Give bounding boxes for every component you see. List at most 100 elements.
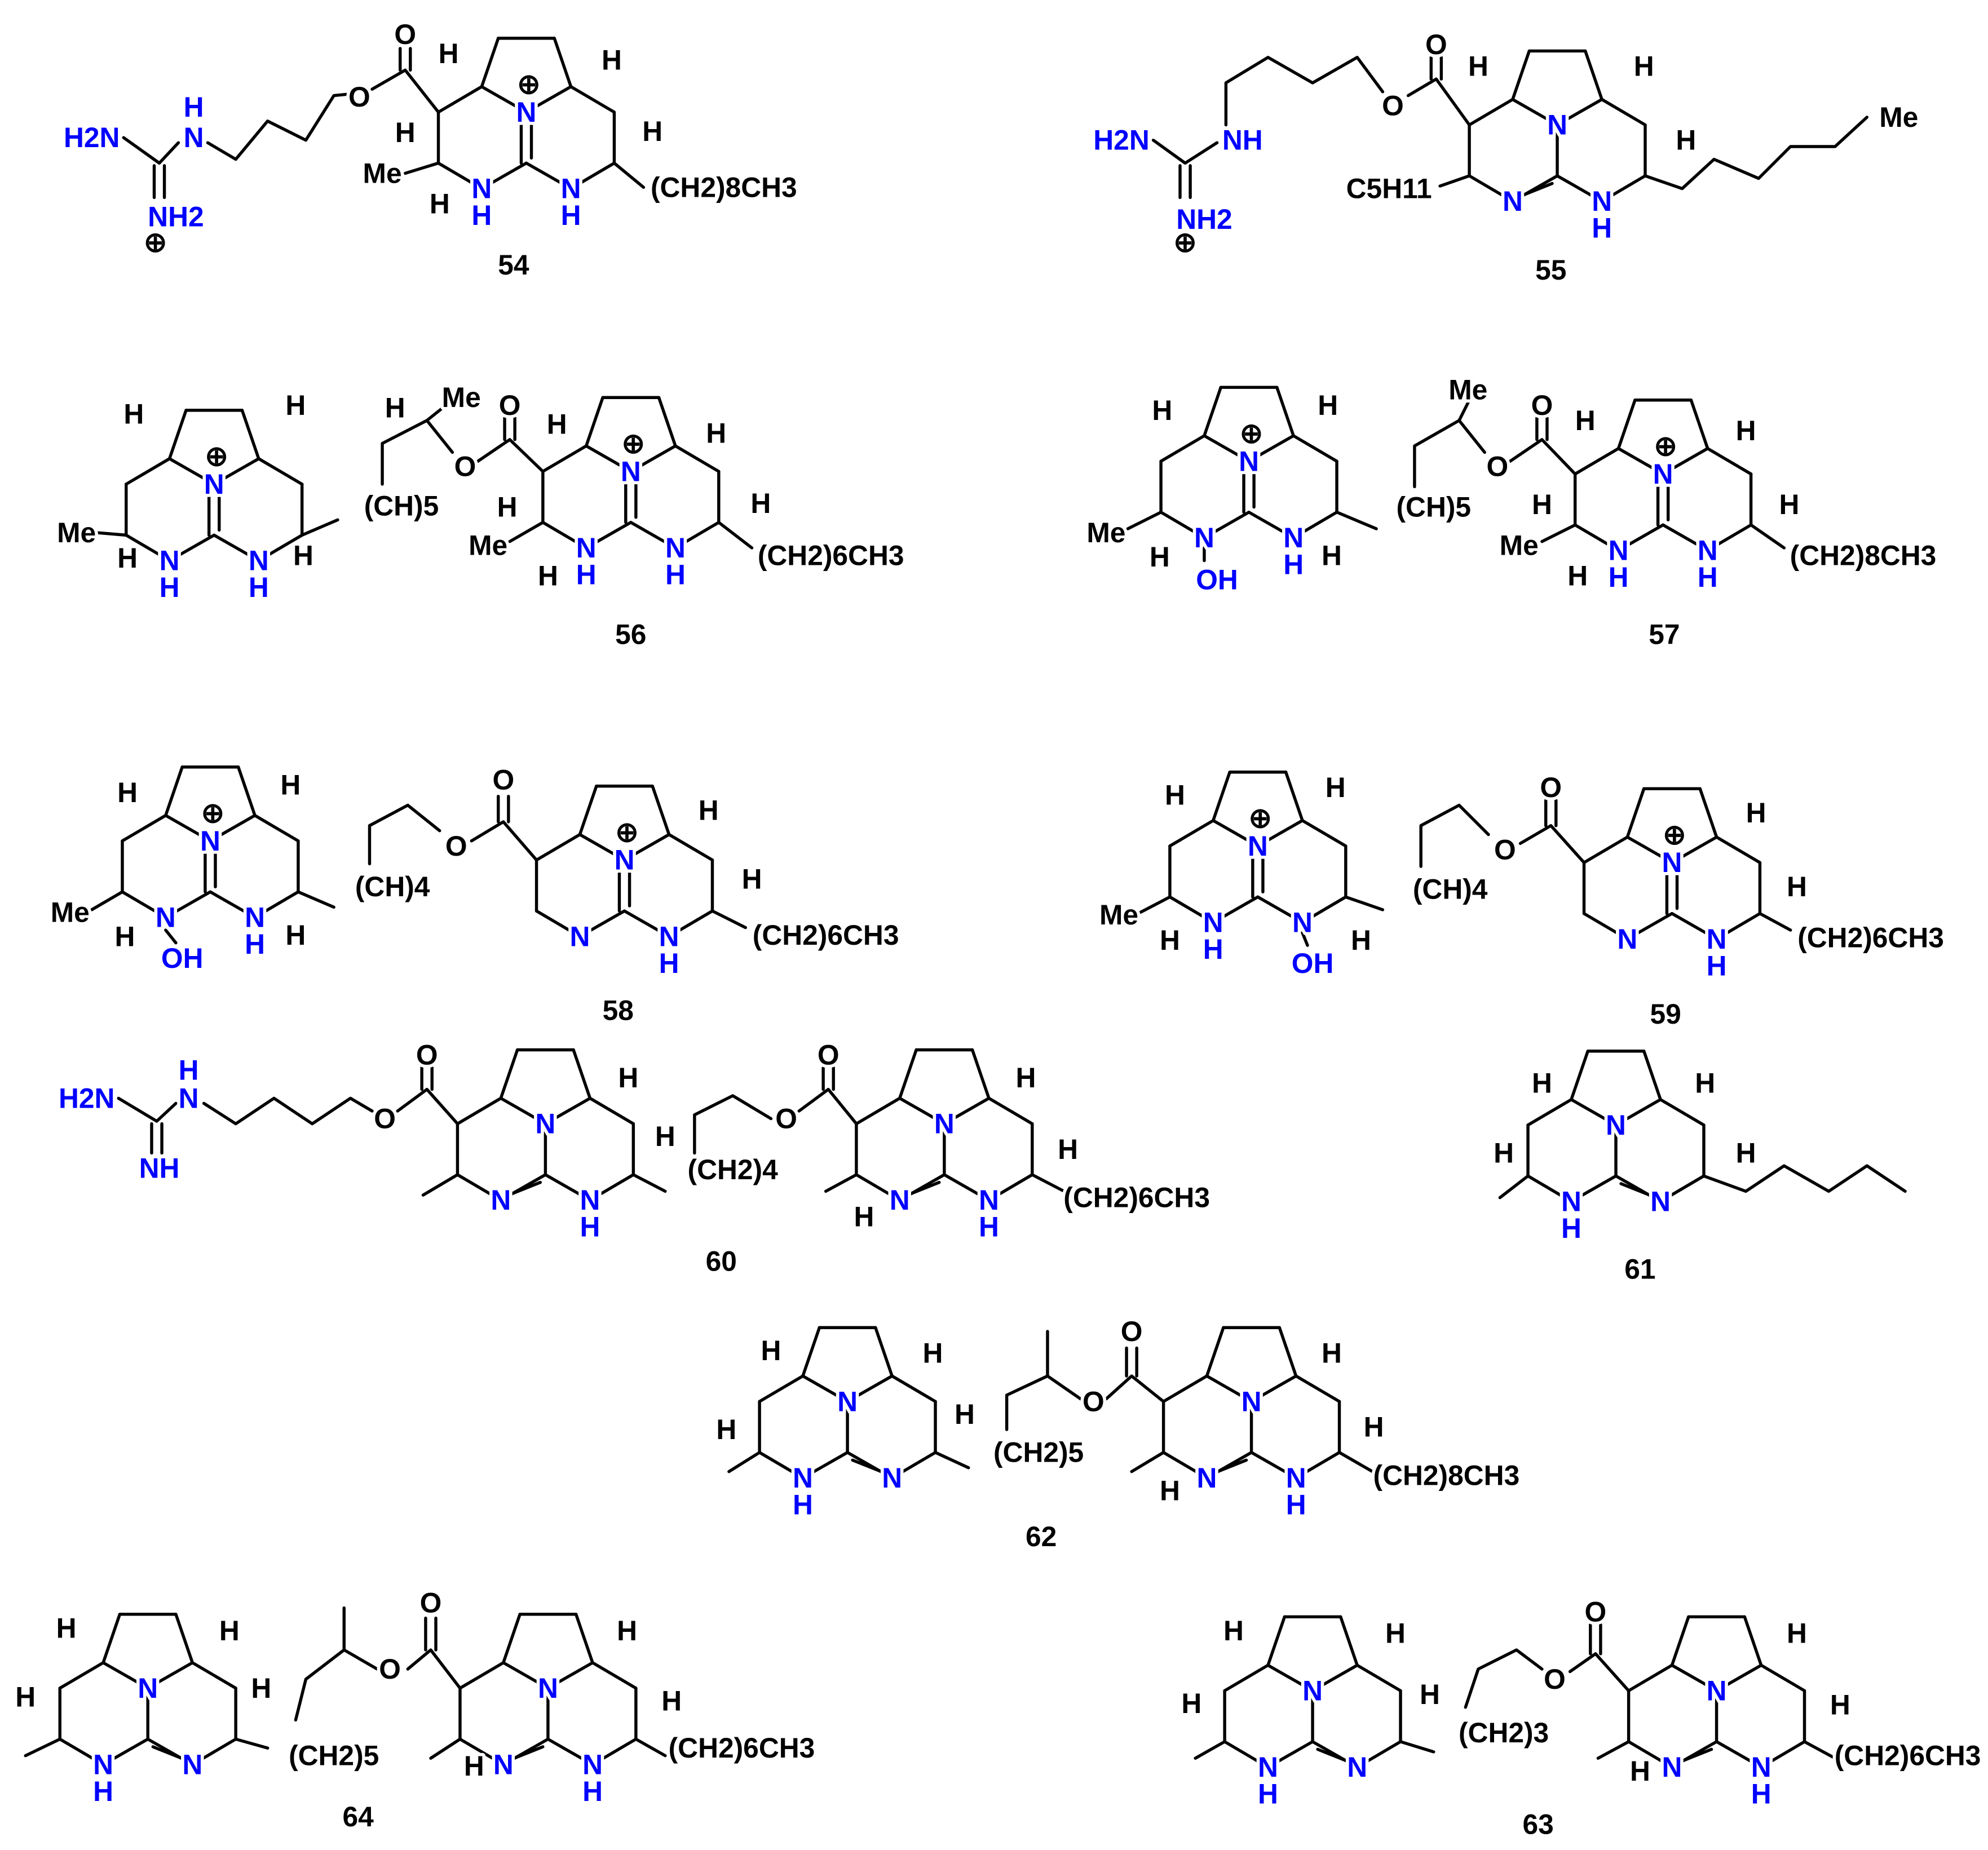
ring-nitrogen-label: N xyxy=(1258,1751,1278,1783)
ring-bond xyxy=(1625,787,1646,839)
double-bond xyxy=(507,1180,542,1197)
ring-nitrogen-label: N xyxy=(493,1749,514,1781)
ring-bond xyxy=(164,765,184,817)
bond xyxy=(1151,138,1219,165)
atom-label: H xyxy=(761,1335,781,1366)
bond xyxy=(1337,1451,1375,1473)
substituent-label: H2N xyxy=(59,1082,114,1114)
atom-label: H xyxy=(1318,390,1338,421)
nh-hydrogen-label: H xyxy=(576,559,597,590)
bond xyxy=(425,404,448,422)
ring-nitrogen-label: N xyxy=(1606,1109,1626,1141)
substituent-label: (CH2)6CH3 xyxy=(669,1732,815,1764)
bond xyxy=(1508,438,1577,476)
bond xyxy=(1644,116,1868,191)
atom-label: H xyxy=(854,1201,874,1233)
double-bond xyxy=(1316,1747,1351,1764)
atom-label: Me xyxy=(363,157,402,189)
ring-bond xyxy=(585,521,633,550)
bond xyxy=(1406,77,1471,127)
atom-label: O xyxy=(445,830,467,862)
atom-label: NH xyxy=(1222,125,1263,156)
atom-label: O xyxy=(492,764,514,795)
substituent-label: (CH2)5 xyxy=(993,1437,1084,1468)
double-bond xyxy=(1619,1182,1655,1198)
atom-label: O xyxy=(379,1653,401,1685)
atom-label: H xyxy=(1322,540,1342,572)
nh-hydrogen-label: H xyxy=(979,1211,999,1243)
positive-charge-icon: ⊕ xyxy=(1654,430,1677,462)
ring-bond xyxy=(1223,1663,1270,1693)
ring-bond xyxy=(574,1613,594,1665)
ring-bond xyxy=(1159,434,1206,463)
nh-hydrogen-label: H xyxy=(1707,950,1727,981)
ring-bond xyxy=(588,1096,635,1126)
bond xyxy=(342,1648,379,1671)
bond xyxy=(612,161,646,189)
ring-bond xyxy=(1556,98,1603,127)
ring-nitrogen-label: N xyxy=(1286,1462,1306,1494)
bond xyxy=(634,1737,667,1758)
bond xyxy=(24,1737,61,1758)
ring-bond xyxy=(1614,1097,1662,1127)
atom-label: Me xyxy=(1879,101,1918,133)
atom-label: H xyxy=(285,390,306,421)
ring-bond xyxy=(674,444,721,473)
atom-label: H xyxy=(1532,489,1552,520)
atom-label: H xyxy=(661,1685,682,1716)
ring-bond xyxy=(572,1048,592,1100)
ring-bond xyxy=(1256,895,1304,924)
nh-hydrogen-label: H xyxy=(160,572,180,603)
ring-bond xyxy=(1203,386,1223,437)
ring-bond xyxy=(846,1374,894,1404)
ring-nitrogen-label: N xyxy=(582,1749,603,1781)
double-bond xyxy=(1213,1458,1248,1475)
substituent-label: (CH)5 xyxy=(364,490,439,521)
bond xyxy=(122,136,180,165)
ring-nitrogen-label: N xyxy=(491,1184,511,1216)
ring-bond xyxy=(101,1737,149,1767)
bond xyxy=(476,438,545,473)
ring-nitrogen-label: N xyxy=(1239,445,1259,477)
atom-label: H xyxy=(1420,1679,1440,1710)
ring-bond xyxy=(164,890,212,919)
atom-label: H xyxy=(699,795,719,826)
positive-charge-icon: ⊕ xyxy=(1249,802,1273,834)
atom-label: O xyxy=(454,450,476,482)
ring-bond xyxy=(629,521,677,550)
bond xyxy=(164,928,178,945)
nh-hydrogen-label: H xyxy=(665,559,686,590)
bond xyxy=(1457,419,1486,454)
bond xyxy=(1301,931,1309,947)
ring-nitrogen-label: N xyxy=(1662,847,1682,878)
ring-bond xyxy=(1661,446,1709,476)
ring-bond xyxy=(502,1613,522,1665)
ring-nitrogen-label: N xyxy=(1302,1675,1323,1706)
atom-label: H xyxy=(285,919,306,951)
ring-bond xyxy=(651,784,671,837)
ring-bond xyxy=(499,1096,547,1126)
ring-bond xyxy=(101,1661,149,1690)
ring-nitrogen-label: N xyxy=(1194,522,1214,554)
bond xyxy=(1457,401,1470,422)
ring-bond xyxy=(569,85,616,114)
ring-bond xyxy=(1168,818,1215,848)
atom-label: O xyxy=(818,1039,840,1071)
ring-bond xyxy=(1706,446,1753,476)
substituent-label: (CH2)8CH3 xyxy=(651,171,797,203)
atom-label: H xyxy=(1016,1062,1036,1094)
substituent-label: (CH2)6CH3 xyxy=(1835,1740,1981,1772)
atom-label: O xyxy=(348,81,370,113)
atom-label: Me xyxy=(1086,517,1125,548)
atom-label: OH xyxy=(1196,564,1238,595)
atom-label: Me xyxy=(1099,899,1138,931)
ring-bond xyxy=(257,457,304,486)
ring-bond xyxy=(213,457,260,486)
positive-charge-icon: ⊕ xyxy=(144,227,167,258)
atom-label: H xyxy=(617,1615,637,1647)
ring-bond xyxy=(1294,1374,1341,1404)
nh-hydrogen-label: H xyxy=(1258,1778,1278,1809)
ring-nitrogen-label: N xyxy=(615,844,635,876)
